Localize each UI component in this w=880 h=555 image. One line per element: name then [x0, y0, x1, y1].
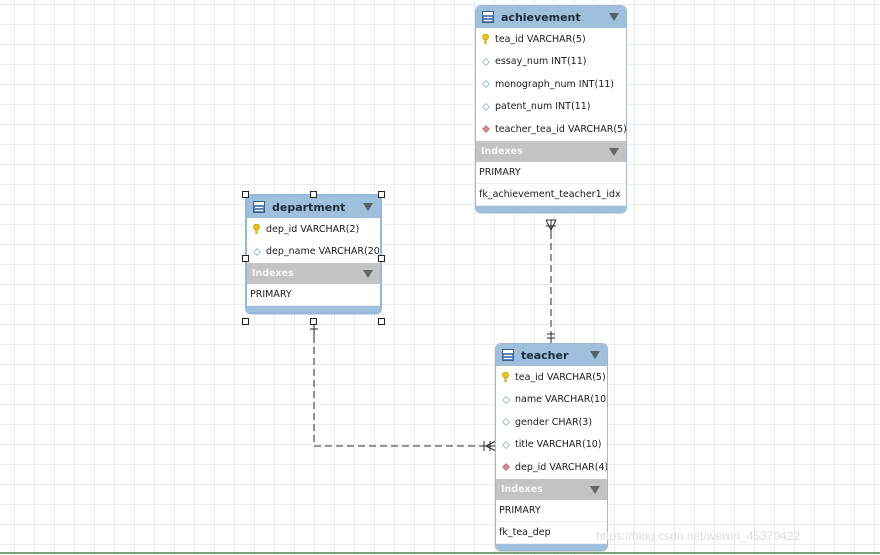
table-icon — [253, 201, 265, 213]
columns-list: tea_id VARCHAR(5) name VARCHAR(10) gender … — [496, 366, 607, 479]
collapse-caret-icon[interactable] — [363, 203, 373, 211]
indexes-list: PRIMARY — [247, 284, 380, 306]
resize-handle-bottom-right[interactable] — [378, 318, 385, 325]
table-footer — [496, 543, 607, 550]
resize-handle-bottom[interactable] — [310, 318, 317, 325]
column-row[interactable]: patent_num INT(11) — [476, 95, 626, 118]
indexes-label: Indexes — [481, 145, 523, 157]
collapse-caret-icon[interactable] — [609, 147, 619, 156]
column-row[interactable]: monograph_num INT(11) — [476, 73, 626, 96]
collapse-caret-icon[interactable] — [590, 485, 600, 494]
table-title: teacher — [521, 348, 569, 362]
table-footer — [247, 306, 380, 312]
column-row[interactable]: name VARCHAR(10) — [496, 388, 608, 411]
table-achievement[interactable]: achievement tea_id VARCHAR(5) essay_num I… — [475, 5, 627, 213]
relationship-department-teacher[interactable] — [310, 325, 497, 452]
column-icon — [252, 246, 261, 257]
table-title: department — [272, 200, 346, 214]
table-header[interactable]: achievement — [476, 6, 626, 28]
table-header[interactable]: department — [247, 196, 380, 218]
column-row[interactable]: dep_name VARCHAR(20) — [247, 240, 382, 263]
columns-list: dep_id VARCHAR(2) dep_name VARCHAR(20) — [247, 218, 380, 263]
column-icon — [481, 79, 490, 90]
column-label: dep_id VARCHAR(2) — [266, 223, 360, 235]
canvas-bottom-border — [0, 552, 880, 554]
resize-handle-right[interactable] — [378, 255, 385, 262]
column-icon — [481, 56, 490, 67]
primary-key-icon — [501, 371, 510, 383]
resize-handle-bottom-left[interactable] — [242, 318, 249, 325]
columns-list: tea_id VARCHAR(5) essay_num INT(11) monogr… — [476, 28, 626, 141]
resize-handle-top-right[interactable] — [378, 191, 385, 198]
column-icon — [481, 101, 490, 112]
column-label: dep_id VARCHAR(4) — [515, 461, 608, 473]
index-row[interactable]: PRIMARY — [476, 161, 626, 184]
table-footer — [476, 205, 626, 212]
column-label: dep_name VARCHAR(20) — [266, 246, 382, 258]
table-icon — [502, 349, 514, 361]
column-row[interactable]: title VARCHAR(10) — [496, 433, 607, 456]
indexes-label: Indexes — [501, 483, 543, 495]
column-row[interactable]: gender CHAR(3) — [496, 411, 607, 434]
primary-key-icon — [481, 33, 490, 45]
collapse-caret-icon[interactable] — [609, 13, 619, 21]
index-row[interactable]: PRIMARY — [496, 499, 607, 522]
column-label: tea_id VARCHAR(5) — [495, 33, 586, 45]
column-row[interactable]: tea_id VARCHAR(5) — [496, 366, 607, 389]
relationship-achievement-teacher[interactable] — [545, 219, 557, 343]
column-icon — [501, 417, 510, 428]
table-department[interactable]: department dep_id VARCHAR(2) dep_name VAR… — [245, 194, 382, 314]
table-title: achievement — [501, 10, 581, 24]
resize-handle-top-left[interactable] — [242, 191, 249, 198]
column-label: essay_num INT(11) — [495, 56, 587, 68]
primary-key-icon — [252, 223, 261, 235]
collapse-caret-icon[interactable] — [363, 270, 373, 278]
column-row[interactable]: dep_id VARCHAR(4) — [496, 456, 607, 479]
resize-handle-top[interactable] — [310, 191, 317, 198]
column-label: tea_id VARCHAR(5) — [515, 371, 606, 383]
indexes-header[interactable]: Indexes — [496, 478, 607, 500]
indexes-header[interactable]: Indexes — [476, 140, 626, 162]
resize-handle-left[interactable] — [242, 255, 249, 262]
column-label: gender CHAR(3) — [515, 416, 593, 428]
column-label: title VARCHAR(10) — [515, 439, 602, 451]
index-row[interactable]: PRIMARY — [247, 284, 380, 306]
column-label: patent_num INT(11) — [495, 101, 591, 113]
column-row[interactable]: tea_id VARCHAR(5) — [476, 28, 626, 51]
foreign-key-icon — [501, 462, 510, 473]
watermark: https://blog.csdn.net/weixin_45370422 — [596, 529, 801, 543]
column-icon — [501, 439, 510, 450]
collapse-caret-icon[interactable] — [590, 351, 600, 359]
column-row[interactable]: dep_id VARCHAR(2) — [247, 218, 380, 241]
foreign-key-icon — [481, 124, 490, 135]
indexes-label: Indexes — [252, 268, 294, 279]
column-label: teacher_tea_id VARCHAR(5) — [495, 123, 627, 135]
column-row[interactable]: essay_num INT(11) — [476, 50, 626, 73]
table-header[interactable]: teacher — [496, 344, 607, 366]
column-row[interactable]: teacher_tea_id VARCHAR(5) — [476, 118, 626, 141]
indexes-header[interactable]: Indexes — [247, 263, 380, 284]
table-icon — [482, 11, 494, 23]
index-row[interactable]: fk_achievement_teacher1_idx — [476, 183, 626, 206]
column-label: monograph_num INT(11) — [495, 78, 614, 90]
column-icon — [501, 394, 510, 405]
index-row[interactable]: fk_tea_dep — [496, 521, 607, 544]
table-teacher[interactable]: teacher tea_id VARCHAR(5) name VARCHAR(10… — [495, 343, 608, 551]
column-label: name VARCHAR(10) — [515, 394, 608, 406]
